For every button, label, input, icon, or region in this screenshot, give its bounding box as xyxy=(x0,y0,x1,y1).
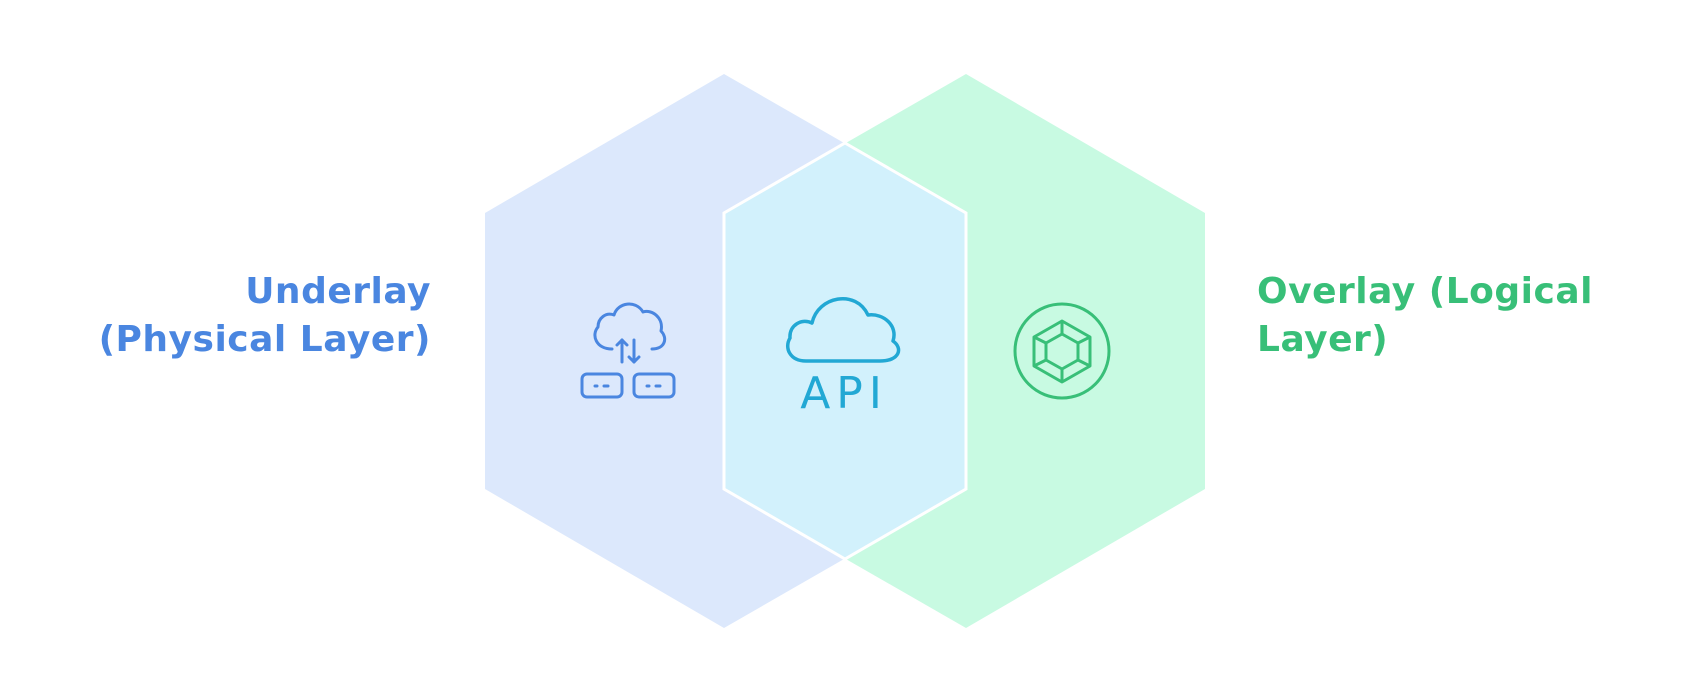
overlay-label-line1: Overlay (Logical xyxy=(1257,271,1593,312)
cloud-shape xyxy=(785,297,901,363)
api-text: API xyxy=(800,368,888,419)
overlay-label: Overlay (Logical Layer) xyxy=(1257,268,1657,364)
underlay-label-line1: Underlay xyxy=(245,271,431,312)
intersection-hexagon xyxy=(722,141,968,561)
overlay-label-line2: Layer) xyxy=(1257,319,1389,360)
cloud-api-icon: API xyxy=(785,297,901,419)
underlay-label-line2: (Physical Layer) xyxy=(98,319,431,360)
cloud-transfer-servers-icon xyxy=(580,302,676,399)
underlay-label: Underlay (Physical Layer) xyxy=(31,268,431,364)
cube-circle-icon xyxy=(1013,302,1111,400)
